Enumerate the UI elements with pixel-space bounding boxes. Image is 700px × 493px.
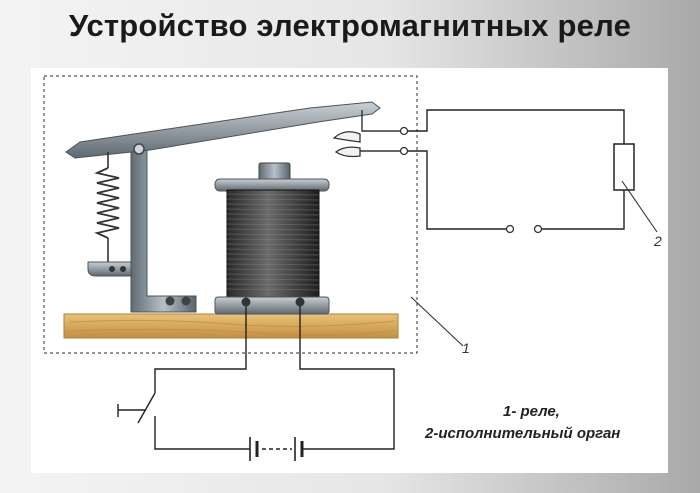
actuator-circuit <box>408 109 625 230</box>
return-spring <box>94 167 120 239</box>
armature-bracket <box>130 144 197 313</box>
legend-item-relay: 1- реле, <box>503 403 560 420</box>
coil-bottom-flange <box>214 296 330 315</box>
coil-terminal-icon <box>295 297 305 307</box>
coil-circuit <box>154 306 395 450</box>
callout-actuator: 2 <box>653 233 662 249</box>
callout-relay: 1 <box>462 340 470 356</box>
upper-contact <box>332 131 361 143</box>
relay-boundary <box>43 75 418 354</box>
switch-terminal-icon <box>533 224 543 234</box>
slide-title: Устройство электромагнитных реле <box>68 8 632 43</box>
lower-contact <box>334 146 361 158</box>
legend: 1- реле, 2-исполнительный орган <box>425 401 665 445</box>
coil-terminal-icon <box>241 297 251 307</box>
wooden-base <box>63 313 399 339</box>
actuator-element <box>613 143 635 191</box>
switch-terminal-icon <box>505 224 515 234</box>
bracket-screw-icon <box>181 296 191 306</box>
terminal-icon <box>399 126 409 136</box>
control-switch <box>117 392 156 424</box>
terminal-icon <box>399 146 409 156</box>
coil-top-flange <box>214 178 330 192</box>
legend-item-actuator: 2-исполнительный орган <box>425 425 621 442</box>
battery-icon <box>249 437 304 461</box>
pivot-icon <box>133 143 145 155</box>
armature-lever <box>65 101 381 159</box>
bracket-screw-icon <box>165 296 175 306</box>
